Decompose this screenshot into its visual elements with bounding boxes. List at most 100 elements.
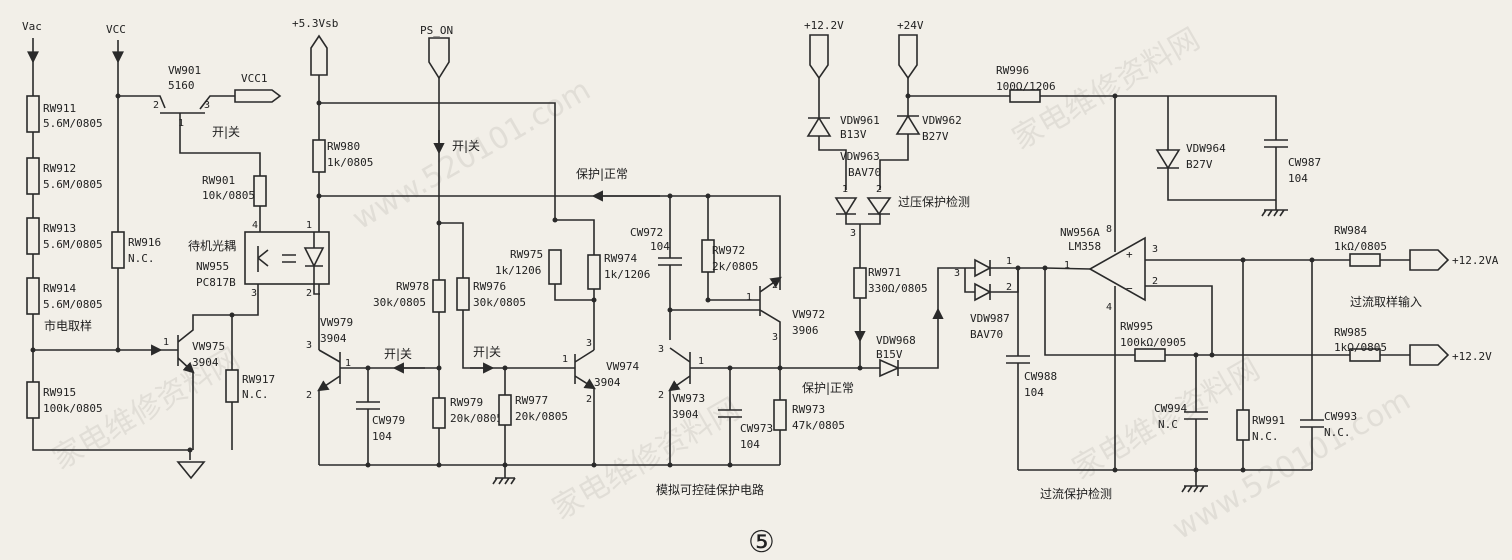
in-12va-label: +12.2VA [1452,254,1499,267]
svg-text:−: − [1126,282,1133,295]
svg-text:3: 3 [306,340,312,351]
svg-text:RW977: RW977 [515,394,548,407]
svg-text:3904: 3904 [192,356,219,369]
nw956-opamp [1088,236,1146,302]
svg-text:N.C.: N.C. [242,388,269,401]
svg-text:RW914: RW914 [43,282,76,295]
svg-text:3904: 3904 [672,408,699,421]
svg-text:10k/0805: 10k/0805 [202,189,255,202]
svg-text:3904: 3904 [320,332,347,345]
svg-text:LM358: LM358 [1068,240,1101,253]
svg-text:3906: 3906 [792,324,819,337]
svg-text:RW976: RW976 [473,280,506,293]
svg-text:CW987: CW987 [1288,156,1321,169]
vsb-label: +5.3Vsb [292,17,338,30]
svg-text:VW974: VW974 [606,360,639,373]
in-12v-connector [1409,344,1450,366]
figure-number: ⑤ [748,525,775,560]
svg-text:4: 4 [1106,302,1112,313]
vsb-connector [310,34,328,76]
svg-text:2: 2 [772,280,778,291]
svg-text:VDW968: VDW968 [876,334,916,347]
rw914-label: RW914 5.6M/0805 [43,282,103,311]
svg-text:1: 1 [306,220,312,231]
svg-text:1: 1 [345,358,351,369]
svg-text:3: 3 [954,268,960,279]
svg-text:RW995: RW995 [1120,320,1153,333]
in-12v-label: +12.2V [1452,350,1492,363]
svg-text:1kΩ/0805: 1kΩ/0805 [1334,341,1387,354]
svg-text:RW973: RW973 [792,403,825,416]
vw979-label: VW979 3904 [320,316,353,345]
svg-text:1k/1206: 1k/1206 [604,268,650,281]
svg-text:1k/0805: 1k/0805 [327,156,373,169]
svg-text:RW915: RW915 [43,386,76,399]
svg-text:1kΩ/0805: 1kΩ/0805 [1334,240,1387,253]
svg-text:104: 104 [372,430,392,443]
svg-text:5.6M/0805: 5.6M/0805 [43,178,103,191]
svg-text:RW974: RW974 [604,252,637,265]
pson-connector [428,37,450,80]
svg-text:B15V: B15V [876,348,903,361]
svg-text:VW979: VW979 [320,316,353,329]
svg-text:RW912: RW912 [43,162,76,175]
svg-text:30k/0805: 30k/0805 [473,296,526,309]
svg-text:100kΩ/0905: 100kΩ/0905 [1120,336,1186,349]
svg-text:3: 3 [850,228,856,239]
svg-text:RW901: RW901 [202,174,235,187]
svg-text:2: 2 [658,390,664,401]
svg-text:RW978: RW978 [396,280,429,293]
svg-text:CW979: CW979 [372,414,405,427]
svg-text:1: 1 [842,184,848,195]
svg-text:5.6M/0805: 5.6M/0805 [43,298,103,311]
svg-text:3904: 3904 [594,376,621,389]
svg-text:N.C: N.C [1158,418,1178,431]
svg-text:8: 8 [1106,224,1112,235]
svg-text:CW972: CW972 [630,226,663,239]
cw987-label: CW987 104 [1288,156,1321,185]
svg-text:1: 1 [1006,256,1012,267]
svg-text:RW916: RW916 [128,236,161,249]
overcur-sample-label: 过流取样输入 [1350,294,1422,309]
svg-text:1: 1 [163,337,169,348]
rw912-label: RW912 5.6M/0805 [43,162,103,191]
protect-normal-bottom: 保护|正常 [802,381,854,395]
svg-text:RW913: RW913 [43,222,76,235]
svg-text:1: 1 [562,354,568,365]
svg-text:RW991: RW991 [1252,414,1285,427]
svg-text:3: 3 [772,332,778,343]
svg-text:104: 104 [1288,172,1308,185]
vw974-switch-label: 开|关 [473,345,501,359]
svg-text:VDW964: VDW964 [1186,142,1226,155]
svg-text:5.6M/0805: 5.6M/0805 [43,117,103,130]
svg-text:B27V: B27V [922,130,949,143]
svg-text:RW979: RW979 [450,396,483,409]
svg-text:RW984: RW984 [1334,224,1367,237]
rw901-label: RW901 10k/0805 [202,174,255,202]
svg-text:2: 2 [1006,282,1012,293]
svg-text:CW973: CW973 [740,422,773,435]
svg-text:VDW987: VDW987 [970,312,1010,325]
svg-text:RW975: RW975 [510,248,543,261]
svg-text:VDW963: VDW963 [840,150,880,163]
svg-text:2: 2 [306,390,312,401]
svg-text:RW971: RW971 [868,266,901,279]
svg-text:1: 1 [178,118,184,129]
svg-text:VW973: VW973 [672,392,705,405]
v12-label: +12.2V [804,19,844,32]
svg-text:CW994: CW994 [1154,402,1187,415]
